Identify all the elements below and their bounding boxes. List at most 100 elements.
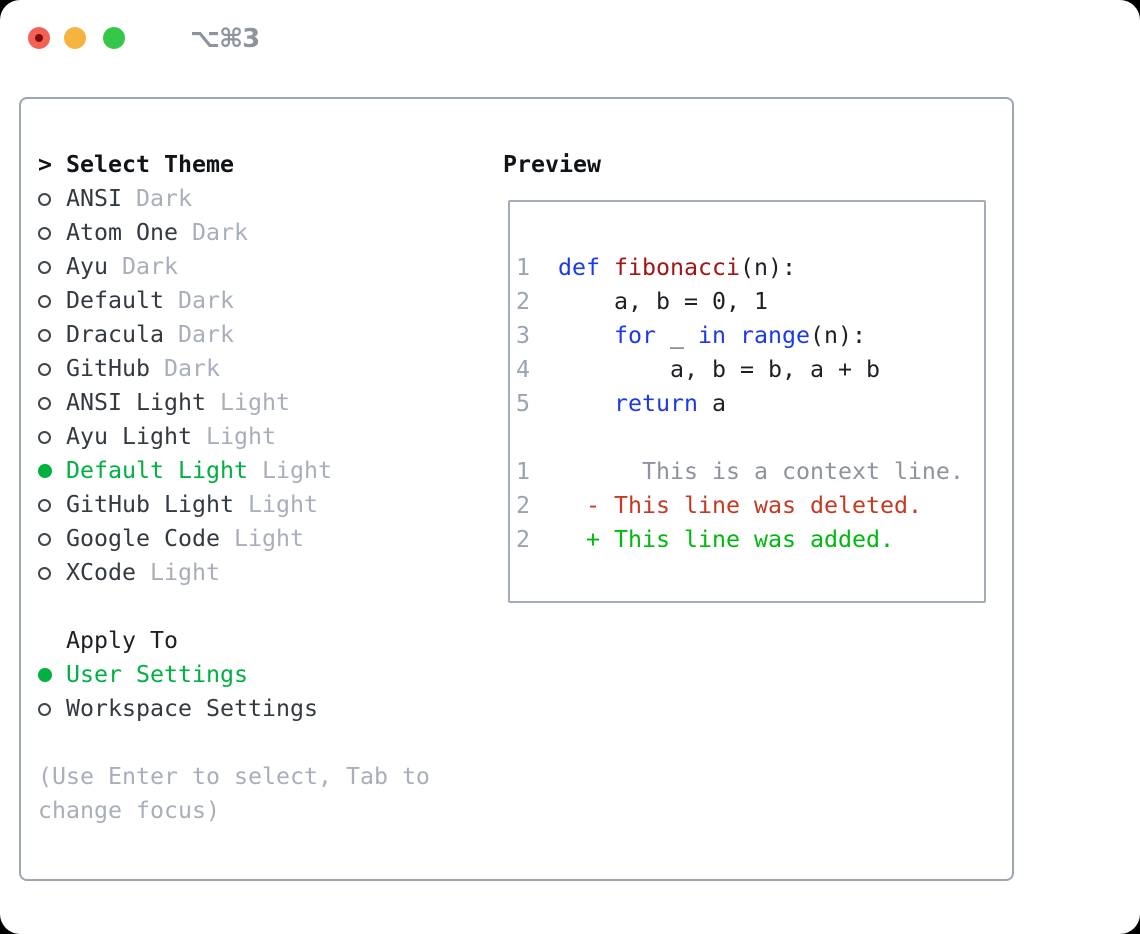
code-segment: a, b = b, a + b: [530, 356, 880, 383]
option-label: Ayu Light: [66, 423, 192, 450]
theme-option[interactable]: Default Light Light: [38, 454, 498, 488]
theme-variant-label: Dark: [177, 321, 234, 348]
code-segment: (n):: [810, 322, 866, 349]
theme-option[interactable]: ANSI Dark: [38, 182, 498, 216]
code-line: 2 - This line was deleted.: [516, 489, 984, 523]
close-button-dot: [35, 34, 43, 42]
code-line: 4 a, b = b, a + b: [516, 353, 984, 387]
hint-text-line-1: (Use Enter to select, Tab to: [38, 763, 430, 790]
theme-variant-label: Dark: [164, 355, 220, 382]
spacer-row: [38, 726, 498, 760]
theme-variant-label: Light: [219, 389, 290, 416]
theme-list-header-row: > Select Theme: [38, 148, 498, 182]
code-line: 2 a, b = 0, 1: [516, 285, 984, 319]
radio-icon: [38, 294, 66, 308]
line-number: 5: [516, 390, 530, 417]
option-label: ANSI: [66, 185, 122, 212]
line-number: 1: [516, 458, 530, 485]
code-segment: fibonacci: [614, 254, 740, 281]
code-segment: + This line was added.: [586, 526, 894, 553]
code-segment: for: [614, 322, 656, 349]
minimize-button[interactable]: [64, 27, 86, 49]
radio-icon: [38, 328, 66, 342]
line-number: 1: [516, 254, 530, 281]
radio-icon: [38, 702, 66, 716]
preview-header: Preview: [503, 151, 601, 178]
theme-variant-label: Light: [247, 491, 318, 518]
theme-option[interactable]: GitHub Light Light: [38, 488, 498, 522]
radio-icon: [38, 498, 66, 512]
code-line: 1 This is a context line.: [516, 455, 984, 489]
code-segment: return: [614, 390, 698, 417]
apply-to-header-row: Apply To: [38, 624, 498, 658]
theme-variant-label: Dark: [122, 253, 178, 280]
code-segment: a: [698, 390, 726, 417]
code-segment: (n):: [739, 254, 796, 281]
line-number: 2: [516, 492, 530, 519]
code-segment: range: [740, 322, 810, 349]
radio-icon: [38, 430, 66, 444]
code-line: 2 + This line was added.: [516, 523, 984, 557]
line-number: 2: [516, 526, 530, 553]
apply-to-option[interactable]: Workspace Settings: [38, 692, 498, 726]
prompt-arrow-icon: >: [38, 151, 52, 178]
titlebar: ⌥⌘3: [0, 0, 1140, 76]
window-title: ⌥⌘3: [190, 24, 260, 54]
code-segment: [530, 492, 586, 519]
option-label: Default Light: [66, 457, 248, 484]
theme-option[interactable]: Ayu Dark: [38, 250, 498, 284]
radio-icon: [38, 226, 66, 240]
radio-icon: [38, 362, 66, 376]
zoom-button[interactable]: [103, 27, 125, 49]
radio-icon: [38, 532, 66, 546]
radio-icon: [38, 260, 66, 274]
code-line: 5 return a: [516, 387, 984, 421]
theme-option[interactable]: Dracula Dark: [38, 318, 498, 352]
code-segment: [530, 390, 614, 417]
line-number: 3: [516, 322, 530, 349]
theme-option[interactable]: Atom One Dark: [38, 216, 498, 250]
code-segment: def: [558, 254, 600, 281]
theme-option[interactable]: ANSI Light Light: [38, 386, 498, 420]
theme-option[interactable]: GitHub Dark: [38, 352, 498, 386]
option-label: Google Code: [66, 525, 220, 552]
close-button[interactable]: [28, 27, 50, 49]
option-label: Ayu: [66, 253, 108, 280]
code-segment: - This line was deleted.: [586, 492, 922, 519]
option-label: Default: [66, 287, 164, 314]
code-segment: [600, 254, 614, 281]
theme-list-header: Select Theme: [66, 151, 234, 178]
apply-to-option[interactable]: User Settings: [38, 658, 498, 692]
code-segment: [530, 254, 558, 281]
theme-option[interactable]: XCode Light: [38, 556, 498, 590]
theme-variant-label: Dark: [136, 185, 192, 212]
code-line: 3 for _ in range(n):: [516, 319, 984, 353]
theme-option[interactable]: Ayu Light Light: [38, 420, 498, 454]
radio-icon: [38, 396, 66, 410]
radio-selected-icon: [38, 464, 66, 478]
code-segment: [530, 526, 586, 553]
option-label: Workspace Settings: [66, 695, 318, 722]
option-label: Dracula: [66, 321, 164, 348]
theme-option[interactable]: Default Dark: [38, 284, 498, 318]
theme-variant-label: Light: [261, 457, 332, 484]
apply-to-header: Apply To: [66, 627, 178, 654]
code-segment: [726, 322, 740, 349]
radio-selected-icon: [38, 668, 66, 682]
radio-icon: [38, 192, 66, 206]
code-segment: a, b = 0, 1: [530, 288, 768, 315]
code-segment: This is a context line.: [530, 458, 964, 485]
theme-variant-label: Dark: [177, 287, 234, 314]
hint-text-line-2: change focus): [38, 797, 220, 824]
theme-option[interactable]: Google Code Light: [38, 522, 498, 556]
option-label: GitHub: [66, 355, 150, 382]
line-number: 4: [516, 356, 530, 383]
theme-variant-label: Light: [205, 423, 276, 450]
